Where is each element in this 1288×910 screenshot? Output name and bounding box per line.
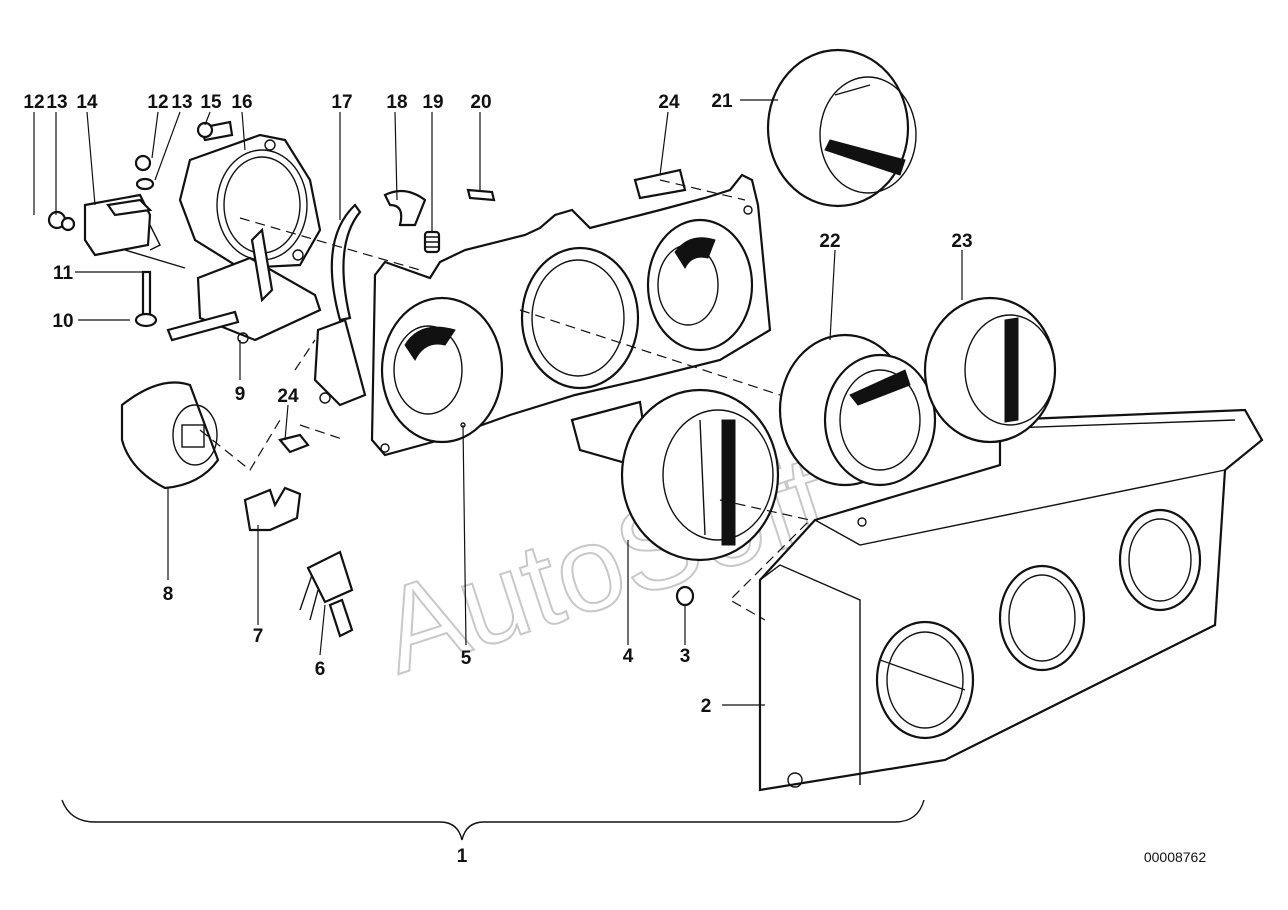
part-3-cap: [675, 585, 695, 607]
part-15-screw: [196, 120, 234, 142]
callout-17: 17: [331, 92, 352, 113]
assembly-line-7: [294, 339, 316, 371]
callout-19: 19: [422, 92, 443, 113]
part-21-knob: [766, 48, 917, 208]
callout-20: 20: [470, 92, 491, 113]
part-23-knob: [923, 296, 1057, 444]
assembly-brace: [61, 799, 925, 841]
diagram-reference-number: 00008762: [1144, 849, 1207, 865]
callout-9: 9: [235, 384, 246, 405]
callout-labels: 12 13 14 12 13 15 16 17 18 19 20 24 21 2…: [23, 91, 972, 867]
part-10-bolt: [134, 270, 158, 328]
part-14-motor: [83, 193, 186, 269]
callout-18: 18: [386, 92, 407, 113]
assembly-line-4: [299, 424, 346, 441]
part-12-nut-top: [134, 154, 152, 172]
callout-5: 5: [461, 648, 472, 669]
callout-23: 23: [951, 231, 972, 252]
callout-13b: 13: [171, 92, 192, 113]
part-2-front-panel: [758, 408, 1264, 792]
callout-14: 14: [76, 92, 98, 113]
callout-21: 21: [711, 91, 733, 112]
part-5-carrier-plate: [370, 173, 772, 457]
callout-7: 7: [253, 626, 264, 647]
assembly-line-3: [199, 419, 281, 471]
assembly-line-2: [519, 309, 781, 396]
assembly-line-5: [659, 179, 746, 201]
part-5-side-block: [313, 318, 367, 407]
callout-15: 15: [200, 92, 222, 113]
callout-16: 16: [231, 92, 252, 113]
part-22-gear-knob: [778, 333, 937, 487]
part-19-spring: [423, 230, 441, 254]
part-24-clip-left: [278, 433, 310, 454]
callout-22: 22: [819, 231, 840, 252]
part-8-knob: [120, 381, 220, 490]
callout-8: 8: [163, 584, 174, 605]
callout-4: 4: [623, 646, 634, 667]
leader-lines: [33, 99, 963, 706]
part-13-washer-top: [135, 177, 155, 191]
assembly-line-6: [719, 499, 812, 621]
callout-24b: 24: [277, 386, 299, 407]
callout-10: 10: [52, 311, 73, 332]
callout-11: 11: [53, 263, 74, 284]
part-6-microswitch: [299, 550, 354, 638]
part-20-pin: [466, 188, 496, 202]
callout-12b: 12: [147, 92, 168, 113]
callout-6: 6: [315, 659, 326, 680]
callout-3: 3: [680, 646, 691, 667]
callout-12a: 12: [23, 92, 44, 113]
part-16-housing: [178, 133, 322, 270]
part-4-knob: [570, 388, 780, 562]
callout-13a: 13: [46, 92, 67, 113]
callout-24a: 24: [658, 92, 680, 113]
part-9-actuator: [166, 227, 322, 344]
part-24-clip-top: [633, 168, 687, 200]
part-17-clip: [330, 203, 362, 322]
callout-1: 1: [457, 846, 468, 867]
part-13-washer-left: [60, 216, 76, 232]
callout-2: 2: [701, 696, 712, 717]
part-18-bracket: [383, 189, 427, 227]
part-7-gasket: [243, 486, 302, 532]
